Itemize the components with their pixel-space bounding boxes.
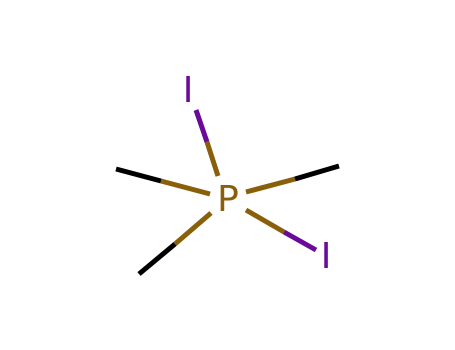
bond-p-i-bottom [244, 207, 318, 253]
bond-p-methyl-left [115, 166, 211, 197]
atom-phosphorus-label: P [217, 179, 239, 220]
bond-p-methyl-bottom [137, 211, 213, 276]
atom-iodine-bottom-label: I [321, 236, 332, 277]
atom-iodine-top-label: I [183, 70, 194, 111]
bond-p-i-top [193, 109, 221, 177]
bond-p-methyl-right [245, 163, 340, 195]
